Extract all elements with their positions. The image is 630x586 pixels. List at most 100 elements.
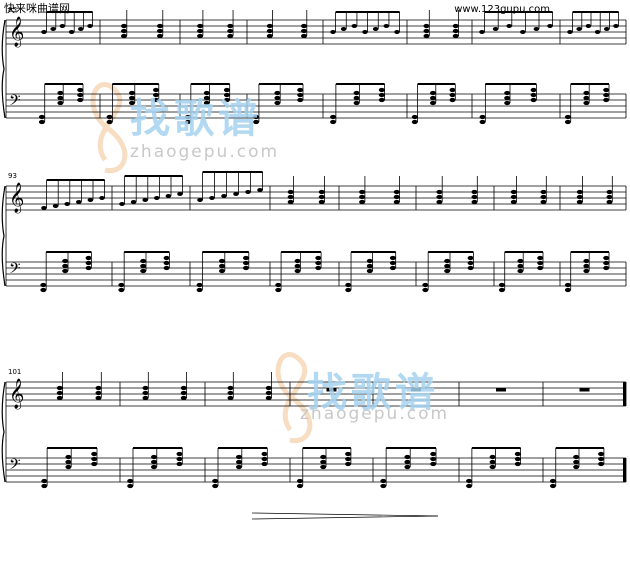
bass-note-head [203,100,210,106]
bass-note-head [253,114,260,120]
bass-note-head [40,282,47,288]
bass-note-head [219,268,225,274]
bass-note-head [40,287,47,293]
bass-note-head [479,119,486,125]
note-head [520,30,526,34]
bass-note-head [294,263,301,269]
measure-number: 93 [8,172,17,180]
bass-note-head [91,461,98,467]
chord-note-head [423,33,430,39]
bass-note-head [243,260,249,266]
bass-note-head [583,268,590,274]
bass-note-head [212,478,219,484]
chord-note-head [510,194,517,200]
bass-note-head [489,454,496,460]
note-head [394,30,400,34]
bass-note-head [389,265,396,271]
note-head [506,24,512,28]
bass-note-head [77,97,84,103]
bass-note-head [345,282,352,288]
bass-note-head [467,255,474,261]
bass-note-head [366,268,373,274]
bass-note-head [223,97,230,103]
bass-note-head [404,459,411,465]
bass-note-head [62,258,69,264]
chord-note-head [436,189,443,195]
note-head [257,188,263,192]
bass-note-head [345,451,352,457]
note-head [330,30,336,34]
bass-note-head [444,263,451,269]
bass-note-head [261,461,268,467]
bass-note-head [378,97,385,103]
bass-note-head [353,90,360,96]
watermark-logo-swirl [90,82,128,174]
chord-note-head [287,199,294,205]
bass-note-head [603,260,610,266]
note-head [209,196,215,200]
bass-note-head [41,483,48,489]
bass-clef-icon: 𝄢 [9,260,21,281]
bass-note-head [380,483,387,489]
chord-note-head [606,199,613,205]
note-head [383,24,390,28]
bass-note-head [330,119,337,125]
bass-note-head [449,92,456,98]
note-head [245,190,251,194]
bass-note-head [153,92,159,98]
chord-note-head [436,194,443,200]
bass-note-head [603,255,610,261]
bass-note-head [603,265,610,271]
note-head [177,192,183,196]
chord-note-head [266,33,273,39]
note-head [372,27,379,31]
note-head [99,196,105,200]
note-head [119,202,125,206]
bass-note-head [127,478,134,484]
chord-note-head [471,199,478,205]
bass-note-head [62,268,69,274]
bass-note-head [236,459,242,465]
site-url: www.123gupu.com [454,4,550,15]
bass-note-head [261,451,268,457]
chord-note-head [121,28,127,34]
chord-note-head [56,395,63,401]
watermark-brand: 找歌谱 [130,96,262,142]
bass-note-head [151,459,157,465]
bass-note-head [517,268,524,274]
note-head [130,200,137,204]
bass-note-head [564,119,571,125]
note-head [362,30,368,34]
note-head [142,198,148,202]
bass-note-head [467,265,474,271]
bass-note-head [223,87,230,93]
final-barline [623,458,626,482]
bass-note-head [573,464,580,470]
bass-note-head [57,100,64,106]
bass-note-head [380,478,387,484]
chord-note-head [301,33,307,39]
bass-note-head [598,461,605,467]
bass-note-head [127,483,134,489]
watermark-url-2: zhaogepu.com [300,404,450,424]
bass-note-head [219,258,225,264]
bass-note-head [320,454,327,460]
note-head [87,24,93,28]
chord-note-head [227,390,234,396]
note-head [52,204,59,208]
whole-rest-icon [326,388,337,392]
chord-note-head [318,189,325,195]
bass-note-head [91,456,98,462]
bass-note-head [583,90,590,96]
brace-icon [1,19,6,119]
bass-note-head [223,92,230,98]
bass-note-head [77,87,84,93]
bass-clef-icon: 𝄢 [9,456,21,477]
bass-note-head [404,464,411,470]
bass-note-head [38,114,45,120]
chord-note-head [227,28,234,34]
bass-note-head [106,114,113,120]
bass-note-head [38,119,45,125]
chord-note-head [121,33,127,39]
note-head [492,27,499,31]
